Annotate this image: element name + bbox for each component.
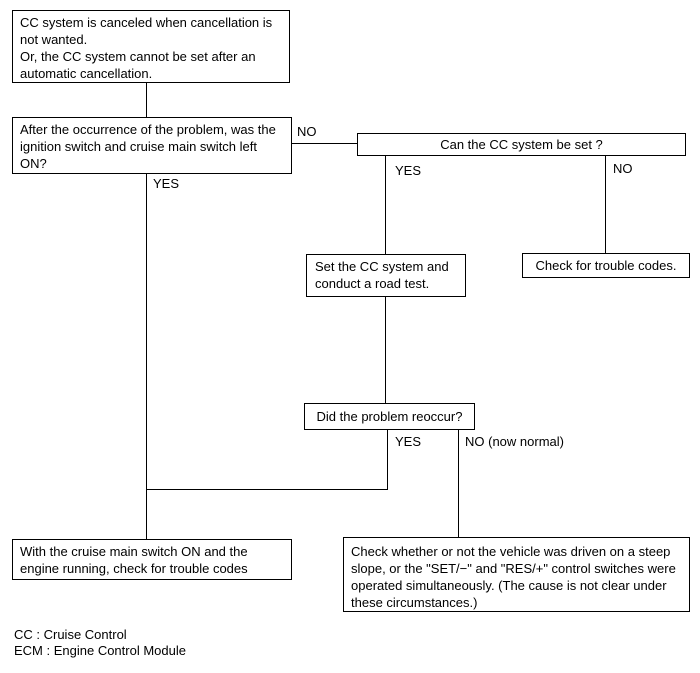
can-set-no-label: NO	[613, 161, 633, 176]
reoccur-yes-label: YES	[395, 434, 422, 449]
box-text-line: conduct a road test.	[315, 276, 430, 291]
box-text-line: Can the CC system be set ?	[440, 137, 603, 152]
box-text-line: Check whether or not the vehicle was dri…	[351, 544, 671, 559]
ignition-no-label: NO	[297, 124, 317, 139]
box-text-line: engine running, check for trouble codes	[20, 561, 248, 576]
box-text-line: CC system is canceled when cancellation …	[20, 15, 273, 30]
check-codes-box: Check for trouble codes.	[522, 253, 690, 278]
legend-ecm: ECM : Engine Control Module	[14, 643, 186, 658]
box-text-line: Set the CC system and	[315, 259, 449, 274]
box-text-line: ON?	[20, 156, 47, 171]
ignition-question-box: After the occurrence of the problem, was…	[12, 117, 292, 174]
connector-reoccur-yes-merge	[146, 489, 388, 490]
box-text-line: operated simultaneously. (The cause is n…	[351, 578, 667, 593]
legend-cc: CC : Cruise Control	[14, 627, 127, 642]
set-and-test-box: Set the CC system and conduct a road tes…	[306, 254, 466, 297]
reoccur-question-box: Did the problem reoccur?	[304, 403, 475, 430]
box-text-line: After the occurrence of the problem, was…	[20, 122, 276, 137]
connector-ignition-yes	[146, 173, 147, 540]
reoccur-no-label: NO (now normal)	[465, 434, 564, 449]
can-set-yes-label: YES	[395, 163, 422, 178]
box-text-line: Or, the CC system cannot be set after an	[20, 49, 256, 64]
start-condition-box: CC system is canceled when cancellation …	[12, 10, 290, 83]
main-switch-check-box: With the cruise main switch ON and the e…	[12, 539, 292, 580]
connector-test-to-reoccur	[385, 296, 386, 404]
ignition-yes-label: YES	[153, 176, 180, 191]
can-set-question-box: Can the CC system be set ?	[357, 133, 686, 156]
box-text-line: ignition switch and cruise main switch l…	[20, 139, 257, 154]
connector-can-set-yes	[385, 155, 386, 255]
box-text-line: slope, or the "SET/−" and "RES/+" contro…	[351, 561, 676, 576]
connector-start-to-ignition	[146, 82, 147, 118]
connector-reoccur-no	[458, 429, 459, 538]
box-text-line: not wanted.	[20, 32, 88, 47]
steep-slope-check-box: Check whether or not the vehicle was dri…	[343, 537, 690, 612]
box-text-line: automatic cancellation.	[20, 66, 153, 81]
box-text-line: these circumstances.)	[351, 595, 478, 610]
box-text-line: Check for trouble codes.	[535, 258, 677, 273]
connector-ignition-no	[291, 143, 357, 144]
box-text-line: Did the problem reoccur?	[316, 409, 463, 424]
box-text-line: With the cruise main switch ON and the	[20, 544, 248, 559]
connector-reoccur-yes-down	[387, 429, 388, 489]
connector-can-set-no	[605, 155, 606, 254]
